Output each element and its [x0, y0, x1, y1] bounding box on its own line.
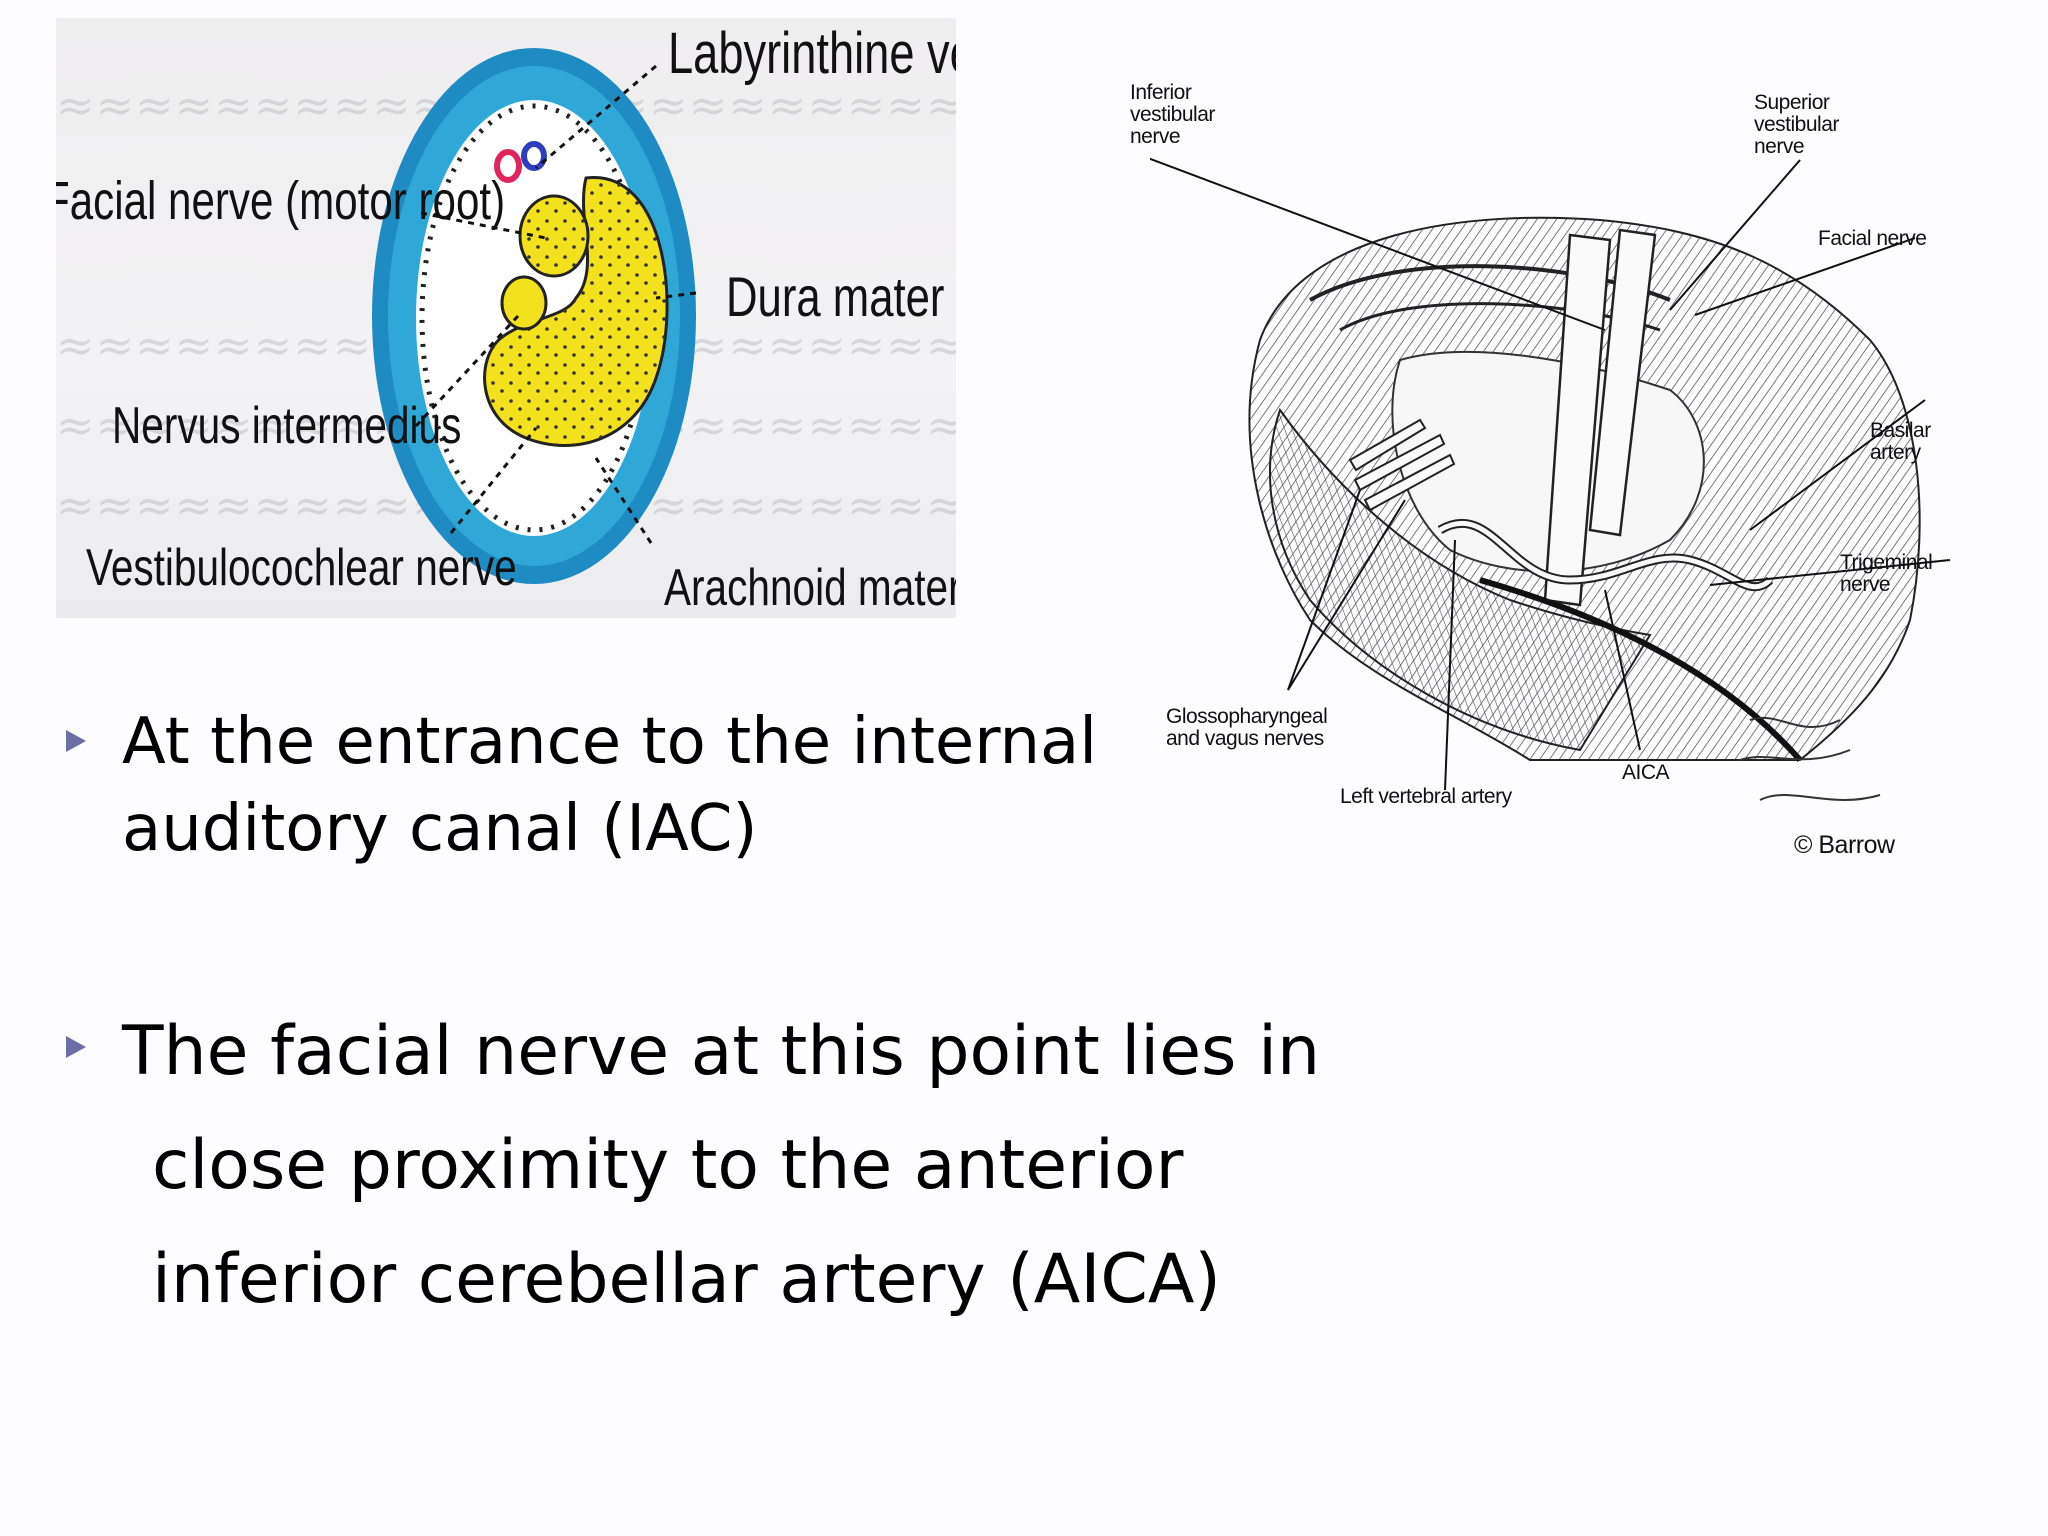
cpa-line-drawing	[1150, 157, 1951, 801]
bullet-text-line: close proximity to the anterior	[152, 1126, 1184, 1205]
bullet-text-line: inferior cerebellar artery (AICA)	[152, 1240, 1221, 1319]
bullet-marker-icon	[66, 730, 86, 752]
label-labyrinthine-vessels: Labyrinthine vessels	[668, 21, 956, 86]
labyrinthine-vein	[521, 141, 547, 171]
label-superior-vestibular-nerve: Superior vestibular nerve	[1754, 91, 1839, 158]
label-trigeminal-nerve: Trigeminal nerve	[1840, 551, 1933, 596]
label-arachnoid-mater: Arachnoid mater	[664, 559, 956, 617]
copyright-barrow: © Barrow	[1794, 831, 1895, 859]
iac-cross-section-drawing	[372, 48, 697, 584]
bullet-text-line: auditory canal (IAC)	[122, 792, 758, 866]
labyrinthine-artery	[494, 149, 522, 183]
bullet-text-line: At the entrance to the internal	[122, 705, 1098, 779]
label-aica: AICA	[1622, 761, 1670, 784]
label-vestibulocochlear-nerve: Vestibulocochlear nerve	[86, 539, 517, 597]
label-nervus-intermedius: Nervus intermedius	[112, 397, 462, 455]
label-dura-mater: Dura mater	[726, 265, 945, 328]
bullet-marker-icon	[66, 1036, 86, 1058]
label-inferior-vestibular-nerve: Inferior vestibular nerve	[1130, 81, 1215, 148]
label-glossopharyngeal-vagus: Glossopharyngeal and vagus nerves	[1166, 705, 1328, 750]
bullet-text-line: The facial nerve at this point lies in	[122, 1012, 1321, 1091]
iac-cross-section-diagram: ≈≈≈≈≈≈≈≈≈≈≈≈≈≈≈≈≈≈≈≈≈≈≈≈≈≈ ≈≈≈≈≈≈≈≈≈≈≈≈≈…	[56, 18, 956, 618]
label-facial-nerve: Facial nerve	[1818, 227, 1927, 250]
nervus-intermedius-shape	[500, 275, 548, 331]
label-basilar-artery: Basilar artery	[1870, 419, 1931, 464]
label-left-vertebral-artery: Left vertebral artery	[1340, 785, 1512, 808]
cerebellopontine-angle-illustration: Inferior vestibular nerve Superior vesti…	[1130, 60, 1970, 880]
label-facial-nerve-motor-root: Facial nerve (motor root)	[56, 171, 506, 231]
